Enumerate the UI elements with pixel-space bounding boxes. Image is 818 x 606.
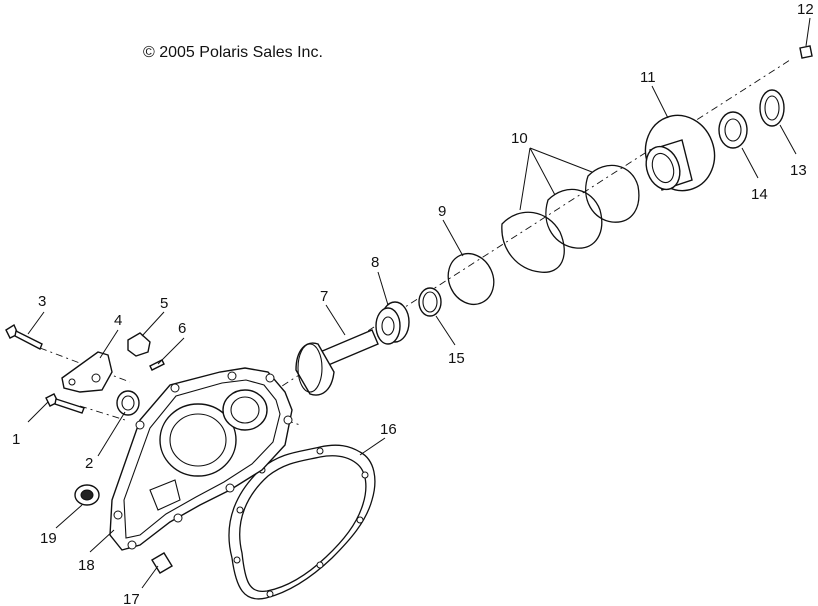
- callout-6: 6: [178, 320, 186, 337]
- part-6-pin[interactable]: [149, 359, 165, 371]
- leader-lines: [27, 17, 811, 589]
- callout-2: 2: [85, 455, 93, 472]
- callout-13: 13: [790, 162, 807, 179]
- callout-3: 3: [38, 293, 46, 310]
- part-8-bearing[interactable]: [375, 301, 410, 345]
- callout-16: 16: [380, 421, 397, 438]
- callout-11: 11: [640, 69, 656, 86]
- part-15-snap-ring[interactable]: [418, 287, 442, 317]
- callout-7: 7: [320, 288, 328, 305]
- part-14-bearing[interactable]: [718, 111, 748, 149]
- part-7-gear-shaft[interactable]: [295, 329, 379, 396]
- callout-17: 17: [123, 591, 140, 606]
- bolt-axis-upper: [39, 347, 131, 383]
- part-4-bracket[interactable]: [61, 351, 113, 393]
- part-2-seal[interactable]: [116, 390, 140, 416]
- callout-14: 14: [751, 186, 768, 203]
- callout-labels: 1 2 3 4 5 6 7 8 9 10 11 12 13 14 15 16 1…: [12, 1, 814, 606]
- part-1-bolt[interactable]: [45, 393, 85, 414]
- part-10-shim-gaskets[interactable]: [501, 164, 640, 273]
- callout-19: 19: [40, 530, 57, 547]
- part-19-seal[interactable]: [74, 484, 100, 506]
- part-3-bolt[interactable]: [5, 323, 43, 350]
- callout-1: 1: [12, 431, 20, 448]
- copyright-notice: © 2005 Polaris Sales Inc.: [143, 44, 323, 61]
- callout-8: 8: [371, 254, 379, 271]
- callout-5: 5: [160, 295, 168, 312]
- callout-15: 15: [448, 350, 465, 367]
- callout-10: 10: [511, 130, 528, 147]
- part-13-snap-ring[interactable]: [759, 89, 785, 127]
- part-9-o-ring[interactable]: [440, 246, 502, 312]
- part-11-bearing-housing[interactable]: [635, 106, 725, 201]
- part-5-plug[interactable]: [127, 332, 151, 357]
- part-12-bolt[interactable]: [799, 45, 813, 59]
- callout-4: 4: [114, 312, 122, 329]
- callout-12: 12: [797, 1, 814, 18]
- part-18-case-cover[interactable]: [109, 367, 293, 551]
- callout-9: 9: [438, 203, 446, 220]
- callout-18: 18: [78, 557, 95, 574]
